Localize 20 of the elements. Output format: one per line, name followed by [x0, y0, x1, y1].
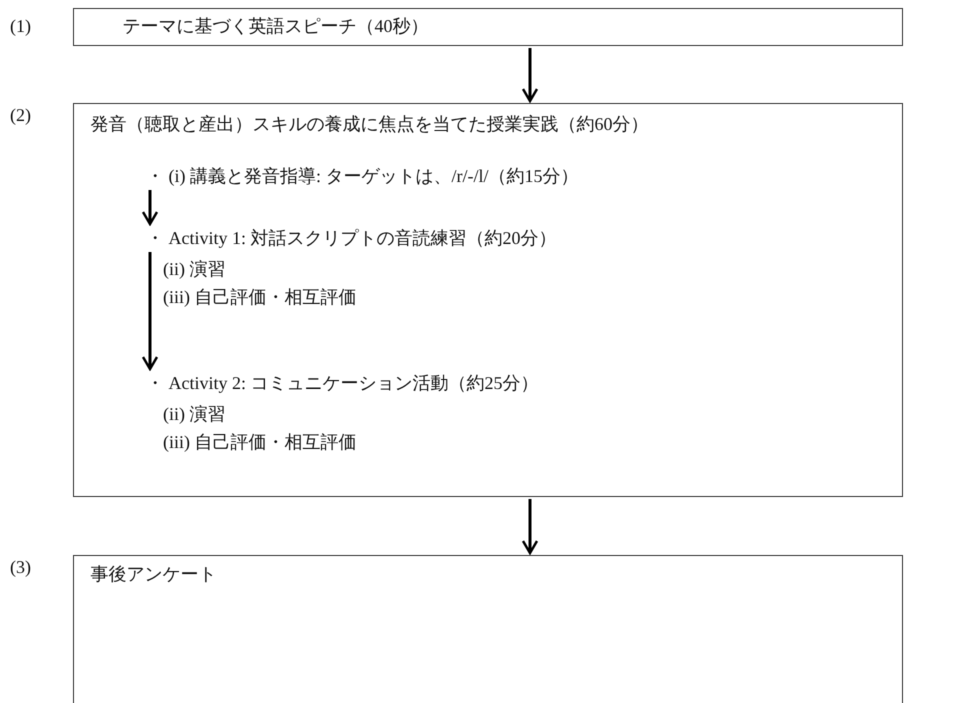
sub-step-text: (iii) 自己評価・相互評価 [163, 286, 356, 309]
step-number: (1) [10, 15, 31, 38]
sub-step-text: (ii) 演習 [163, 258, 226, 281]
sub-step-text: (ii) 演習 [163, 403, 226, 426]
arrow [142, 190, 158, 226]
step-text: ・ Activity 1: 対話スクリプトの音読練習（約20分） [146, 226, 666, 250]
process-box [73, 103, 903, 497]
step-text: テーマに基づく英語スピーチ（40秒） [122, 14, 428, 38]
arrow [522, 499, 538, 554]
sub-step-text: (iii) 自己評価・相互評価 [163, 431, 356, 454]
step-number: (3) [10, 556, 31, 579]
step-text: ・ (i) 講義と発音指導: ターゲットは、/r/-/l/（約15分） [146, 164, 666, 188]
step-number: (2) [10, 104, 31, 127]
step-text: 事後アンケート [90, 562, 216, 586]
step-text: ・ Activity 2: コミュニケーション活動（約25分） [146, 371, 666, 395]
process-box [73, 8, 903, 46]
arrow [142, 252, 158, 370]
step-text: 発音（聴取と産出）スキルの養成に焦点を当てた授業実践（約60分） [90, 112, 648, 136]
arrow [522, 48, 538, 102]
process-box [73, 555, 903, 703]
